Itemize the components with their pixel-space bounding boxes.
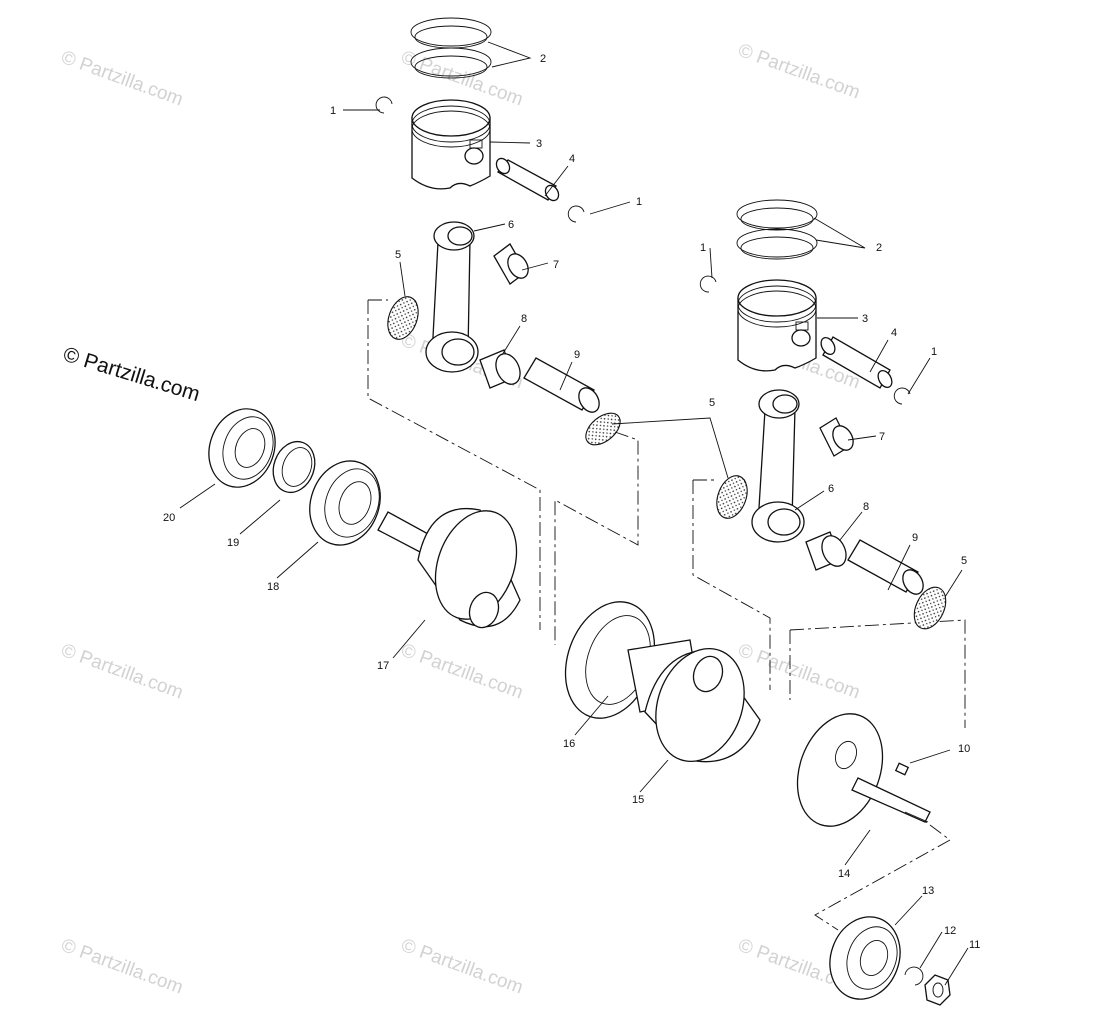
watermark: © Partzilla.com	[398, 640, 525, 704]
callout-8: 8	[521, 313, 527, 325]
callout-14: 14	[838, 868, 850, 880]
watermark: © Partzilla.com	[58, 47, 185, 111]
needle-bearing-left-small	[493, 243, 529, 285]
assembly-line	[814, 809, 951, 931]
woodruff-key-10	[894, 762, 910, 776]
callout-5: 5	[709, 397, 715, 409]
callout-16: 16	[563, 738, 575, 750]
circlip-left-b	[567, 205, 585, 223]
main-bearing-left-18	[309, 460, 381, 546]
assembly-line	[554, 431, 639, 645]
callout-15: 15	[632, 794, 644, 806]
lock-washer-12	[904, 966, 924, 986]
thrust-washer-right-b	[913, 586, 947, 630]
nut-11	[924, 974, 951, 1006]
thrust-washer-right-a	[716, 475, 748, 519]
callout-1: 1	[636, 196, 642, 208]
callout-1: 1	[700, 242, 706, 254]
piston-right	[737, 279, 817, 372]
watermark: © Partzilla.com	[58, 640, 185, 704]
callout-9: 9	[912, 532, 918, 544]
piston-left	[411, 99, 491, 190]
thrust-washer-left-b	[585, 412, 621, 446]
callout-1: 1	[330, 105, 336, 117]
callout-18: 18	[267, 581, 279, 593]
callout-5: 5	[395, 249, 401, 261]
callout-9: 9	[574, 349, 580, 361]
circlip-right-b	[893, 387, 911, 405]
callout-labels: 1 2 3 4 1 5 6 7 8 9 1 2 3 4 1 5 7 6 8 9 …	[163, 53, 980, 951]
callout-12: 12	[944, 925, 956, 937]
callout-6: 6	[828, 483, 834, 495]
watermark: © Partzilla.com	[735, 40, 862, 104]
assembly-line	[692, 479, 771, 690]
thrust-washer-left-a	[387, 296, 419, 340]
callout-2: 2	[540, 53, 546, 65]
crank-pin-left	[523, 357, 600, 413]
callout-17: 17	[377, 660, 389, 672]
callout-4: 4	[569, 153, 575, 165]
callout-3: 3	[862, 313, 868, 325]
assembly-line	[367, 299, 541, 630]
callout-10: 10	[958, 743, 970, 755]
leader-lines	[179, 41, 969, 986]
assembly-line	[789, 619, 966, 728]
needle-bearing-right-small	[819, 417, 854, 457]
watermark: © Partzilla.com	[398, 935, 525, 999]
piston-pin-right	[820, 336, 893, 389]
main-bearing-left-20	[208, 408, 276, 488]
callout-19: 19	[227, 537, 239, 549]
callout-7: 7	[879, 431, 885, 443]
callout-20: 20	[163, 512, 175, 524]
piston-rings-left	[410, 17, 492, 79]
callout-8: 8	[863, 501, 869, 513]
watermark: © Partzilla.com	[735, 640, 862, 704]
circlip-left-a	[375, 96, 393, 114]
crankshaft-half-15	[644, 647, 761, 763]
callout-13: 13	[922, 885, 934, 897]
callout-5: 5	[961, 555, 967, 567]
watermark: © Partzilla.com	[58, 935, 185, 999]
needle-bearing-right-large	[805, 531, 847, 571]
crank-pin-right	[847, 539, 924, 595]
spacer-ring-19	[272, 440, 316, 494]
callout-6: 6	[508, 219, 514, 231]
crankshaft-half-17	[377, 508, 521, 629]
circlip-right-a	[699, 275, 717, 293]
needle-bearing-left-large	[479, 349, 521, 389]
callout-11: 11	[969, 939, 980, 951]
main-bearing-right-13	[829, 916, 901, 1000]
connecting-rod-left	[425, 221, 479, 373]
callout-3: 3	[536, 138, 542, 150]
brand-text: © Partzilla.com	[61, 343, 203, 406]
callout-7: 7	[553, 259, 559, 271]
piston-pin-left	[495, 157, 560, 202]
callout-4: 4	[891, 327, 897, 339]
callout-2: 2	[876, 242, 882, 254]
crankshaft-half-14	[796, 713, 931, 827]
callout-1: 1	[931, 346, 937, 358]
piston-rings-right	[736, 199, 818, 260]
connecting-rod-right	[751, 389, 805, 543]
